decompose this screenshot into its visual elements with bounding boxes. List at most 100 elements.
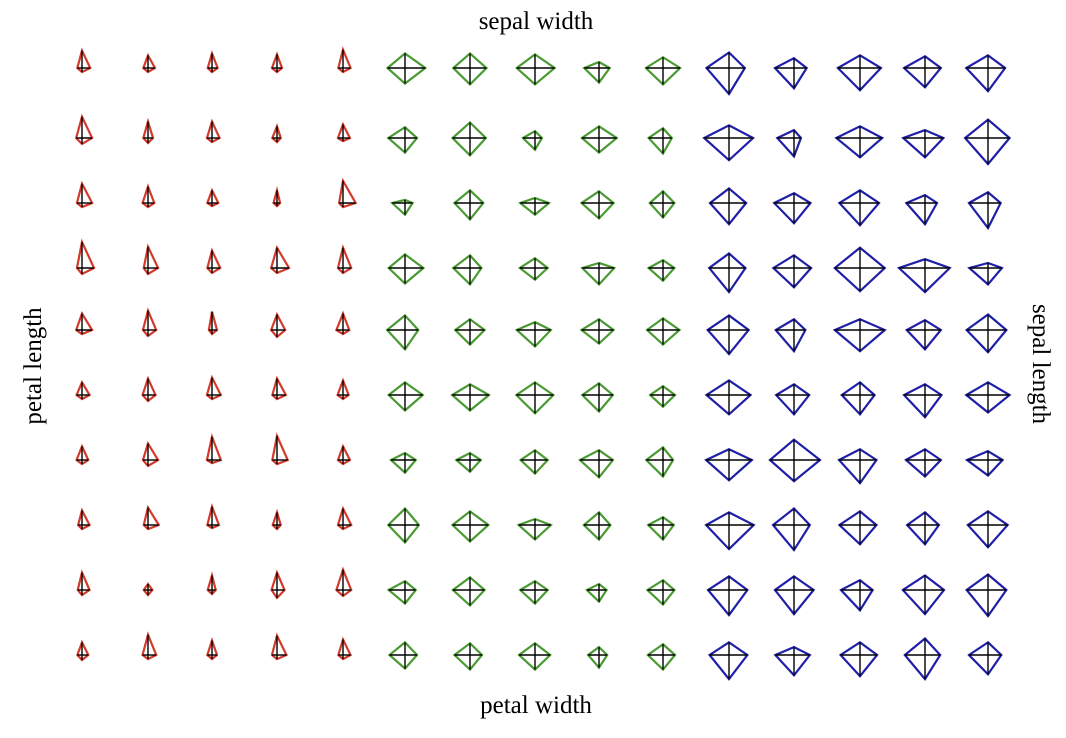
glyph-outline bbox=[76, 507, 92, 531]
star-glyph bbox=[646, 515, 676, 542]
star-glyph bbox=[838, 641, 879, 678]
star-glyph bbox=[902, 382, 944, 419]
star-glyph bbox=[518, 448, 550, 476]
star-glyph bbox=[833, 246, 887, 293]
glyph-outline bbox=[452, 188, 485, 222]
glyph-outline bbox=[837, 510, 879, 546]
star-glyph bbox=[832, 318, 887, 353]
star-glyph bbox=[773, 575, 816, 616]
star-glyph bbox=[336, 443, 352, 466]
glyph-outline bbox=[141, 440, 160, 468]
star-glyph bbox=[271, 123, 282, 144]
glyph-outline bbox=[389, 198, 415, 217]
star-glyph bbox=[387, 380, 425, 413]
star-glyph bbox=[580, 381, 615, 414]
glyph-outline bbox=[387, 380, 425, 413]
star-glyph bbox=[704, 379, 753, 416]
star-glyph bbox=[337, 46, 352, 74]
glyph-outline bbox=[837, 189, 881, 227]
glyph-outline bbox=[582, 510, 612, 542]
star-glyph bbox=[142, 582, 154, 597]
glyph-outline bbox=[964, 449, 1005, 477]
glyph-outline bbox=[646, 126, 674, 156]
star-glyph bbox=[840, 380, 877, 417]
star-glyph bbox=[646, 258, 677, 283]
star-glyph bbox=[272, 186, 282, 208]
glyph-outline bbox=[518, 448, 550, 476]
star-glyph bbox=[451, 575, 487, 608]
star-glyph bbox=[645, 316, 682, 347]
glyph-outline bbox=[646, 515, 676, 542]
left-axis-label: petal length bbox=[20, 307, 47, 425]
glyph-outline bbox=[904, 447, 943, 478]
glyph-outline bbox=[904, 318, 943, 351]
star-glyph bbox=[141, 307, 158, 338]
glyph-outline bbox=[386, 579, 418, 606]
star-glyph bbox=[514, 320, 553, 348]
glyph-outline bbox=[771, 254, 813, 289]
star-glyph bbox=[76, 47, 92, 74]
glyph-outline bbox=[837, 447, 879, 485]
glyph-outline bbox=[965, 573, 1008, 618]
star-glyph bbox=[707, 641, 749, 681]
star-glyph bbox=[967, 261, 1004, 287]
glyph-outline bbox=[521, 129, 544, 152]
star-glyph bbox=[579, 189, 616, 221]
glyph-outline bbox=[514, 320, 553, 348]
glyph-outline bbox=[838, 641, 879, 678]
star-glyph bbox=[385, 313, 420, 352]
star-glyph bbox=[837, 510, 879, 546]
glyph-outline bbox=[967, 190, 1003, 231]
glyph-outline bbox=[905, 510, 941, 547]
star-glyph bbox=[142, 504, 161, 531]
star-glyph bbox=[704, 448, 754, 482]
star-glyph bbox=[335, 566, 353, 598]
glyph-outline bbox=[74, 113, 94, 146]
glyph-outline bbox=[207, 311, 219, 336]
star-glyph bbox=[450, 382, 491, 412]
glyph-outline bbox=[142, 52, 157, 74]
glyph-outline bbox=[648, 189, 676, 220]
glyph-outline bbox=[967, 261, 1004, 287]
glyph-outline bbox=[582, 60, 612, 85]
glyph-outline bbox=[205, 433, 223, 465]
glyph-outline bbox=[774, 382, 811, 417]
glyph-outline bbox=[336, 443, 352, 466]
glyph-outline bbox=[75, 379, 92, 401]
star-glyph bbox=[269, 244, 291, 275]
star-glyph bbox=[76, 569, 91, 597]
star-glyph bbox=[270, 632, 288, 661]
glyph-outline bbox=[964, 313, 1008, 354]
glyph-outline bbox=[771, 507, 812, 552]
glyph-outline bbox=[141, 375, 157, 403]
star-glyph bbox=[901, 574, 946, 616]
star-glyph bbox=[707, 252, 747, 294]
star-glyph bbox=[964, 449, 1005, 477]
star-glyph bbox=[386, 125, 419, 155]
star-glyph bbox=[335, 310, 351, 336]
glyph-outline bbox=[76, 569, 91, 597]
glyph-outline bbox=[518, 579, 550, 606]
glyph-outline bbox=[270, 569, 286, 600]
star-glyph bbox=[580, 261, 617, 287]
glyph-outline bbox=[585, 582, 609, 604]
glyph-outline bbox=[902, 54, 943, 89]
star-glyph bbox=[205, 374, 223, 401]
glyph-outline bbox=[206, 247, 222, 275]
glyph-outline bbox=[706, 314, 751, 356]
star-glyph bbox=[585, 582, 609, 604]
star-glyph bbox=[775, 128, 803, 159]
star-glyph bbox=[452, 641, 484, 672]
glyph-outline bbox=[839, 578, 875, 613]
glyph-outline bbox=[704, 511, 756, 551]
bottom-axis-label: petal width bbox=[480, 692, 592, 719]
star-glyph bbox=[515, 53, 557, 86]
star-glyph bbox=[964, 381, 1012, 414]
star-glyph bbox=[336, 505, 353, 531]
star-glyph bbox=[586, 645, 609, 670]
star-glyph bbox=[389, 451, 418, 475]
glyph-outline bbox=[586, 645, 609, 670]
star-glyph bbox=[270, 51, 284, 74]
star-glyph bbox=[521, 129, 544, 152]
glyph-outline bbox=[142, 243, 160, 276]
